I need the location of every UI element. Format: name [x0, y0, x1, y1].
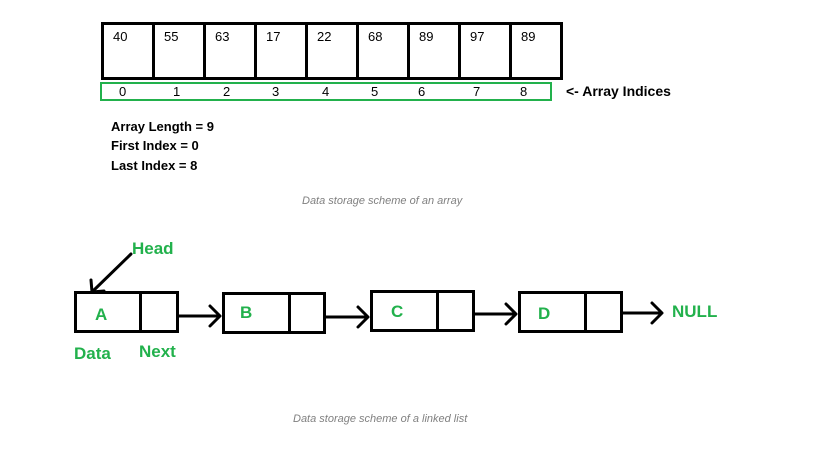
array-index: 8 [520, 84, 528, 99]
head-arrow [89, 252, 133, 294]
node-divider [139, 294, 142, 330]
last-index-text: Last Index = 8 [111, 158, 198, 173]
array-value: 97 [470, 29, 485, 44]
array-value: 68 [368, 29, 383, 44]
first-index-text: First Index = 0 [111, 138, 199, 153]
array-index: 5 [371, 84, 379, 99]
array-value: 17 [266, 29, 281, 44]
array-index: 3 [272, 84, 280, 99]
next-arrow-b-c [324, 305, 370, 329]
list-node [370, 290, 475, 332]
array-indices-box: 0 1 2 3 4 5 6 7 8 [100, 82, 552, 101]
linked-list-caption: Data storage scheme of a linked list [293, 413, 468, 425]
array-index: 4 [322, 84, 330, 99]
node-divider [436, 293, 439, 329]
next-arrow-d-null [621, 301, 664, 325]
array-value: 89 [419, 29, 434, 44]
next-arrow-a-b [177, 304, 222, 328]
array-value: 22 [317, 29, 332, 44]
list-node [74, 291, 179, 333]
array-cells: 40 55 63 17 22 68 89 97 89 [101, 22, 563, 80]
next-label: Next [139, 342, 176, 361]
array-index: 6 [418, 84, 426, 99]
array-caption: Data storage scheme of an array [302, 195, 463, 207]
array-value: 89 [521, 29, 536, 44]
list-node [518, 291, 623, 333]
array-indices-label: <- Array Indices [566, 83, 671, 99]
head-label: Head [132, 239, 174, 258]
array-index: 7 [473, 84, 481, 99]
array-value: 63 [215, 29, 230, 44]
array-cell: 89 [509, 22, 563, 80]
array-index: 1 [173, 84, 181, 99]
array-length-text: Array Length = 9 [111, 119, 214, 134]
data-label: Data [74, 344, 111, 363]
array-value: 55 [164, 29, 179, 44]
array-index: 0 [119, 84, 127, 99]
node-label: D [538, 304, 551, 323]
node-divider [288, 295, 291, 331]
list-node [222, 292, 326, 334]
node-label: B [240, 303, 253, 322]
next-arrow-c-d [473, 302, 518, 326]
null-label: NULL [672, 302, 718, 321]
node-divider [584, 294, 587, 330]
array-value: 40 [113, 29, 128, 44]
node-label: A [95, 305, 108, 324]
node-label: C [391, 302, 404, 321]
array-index: 2 [223, 84, 231, 99]
